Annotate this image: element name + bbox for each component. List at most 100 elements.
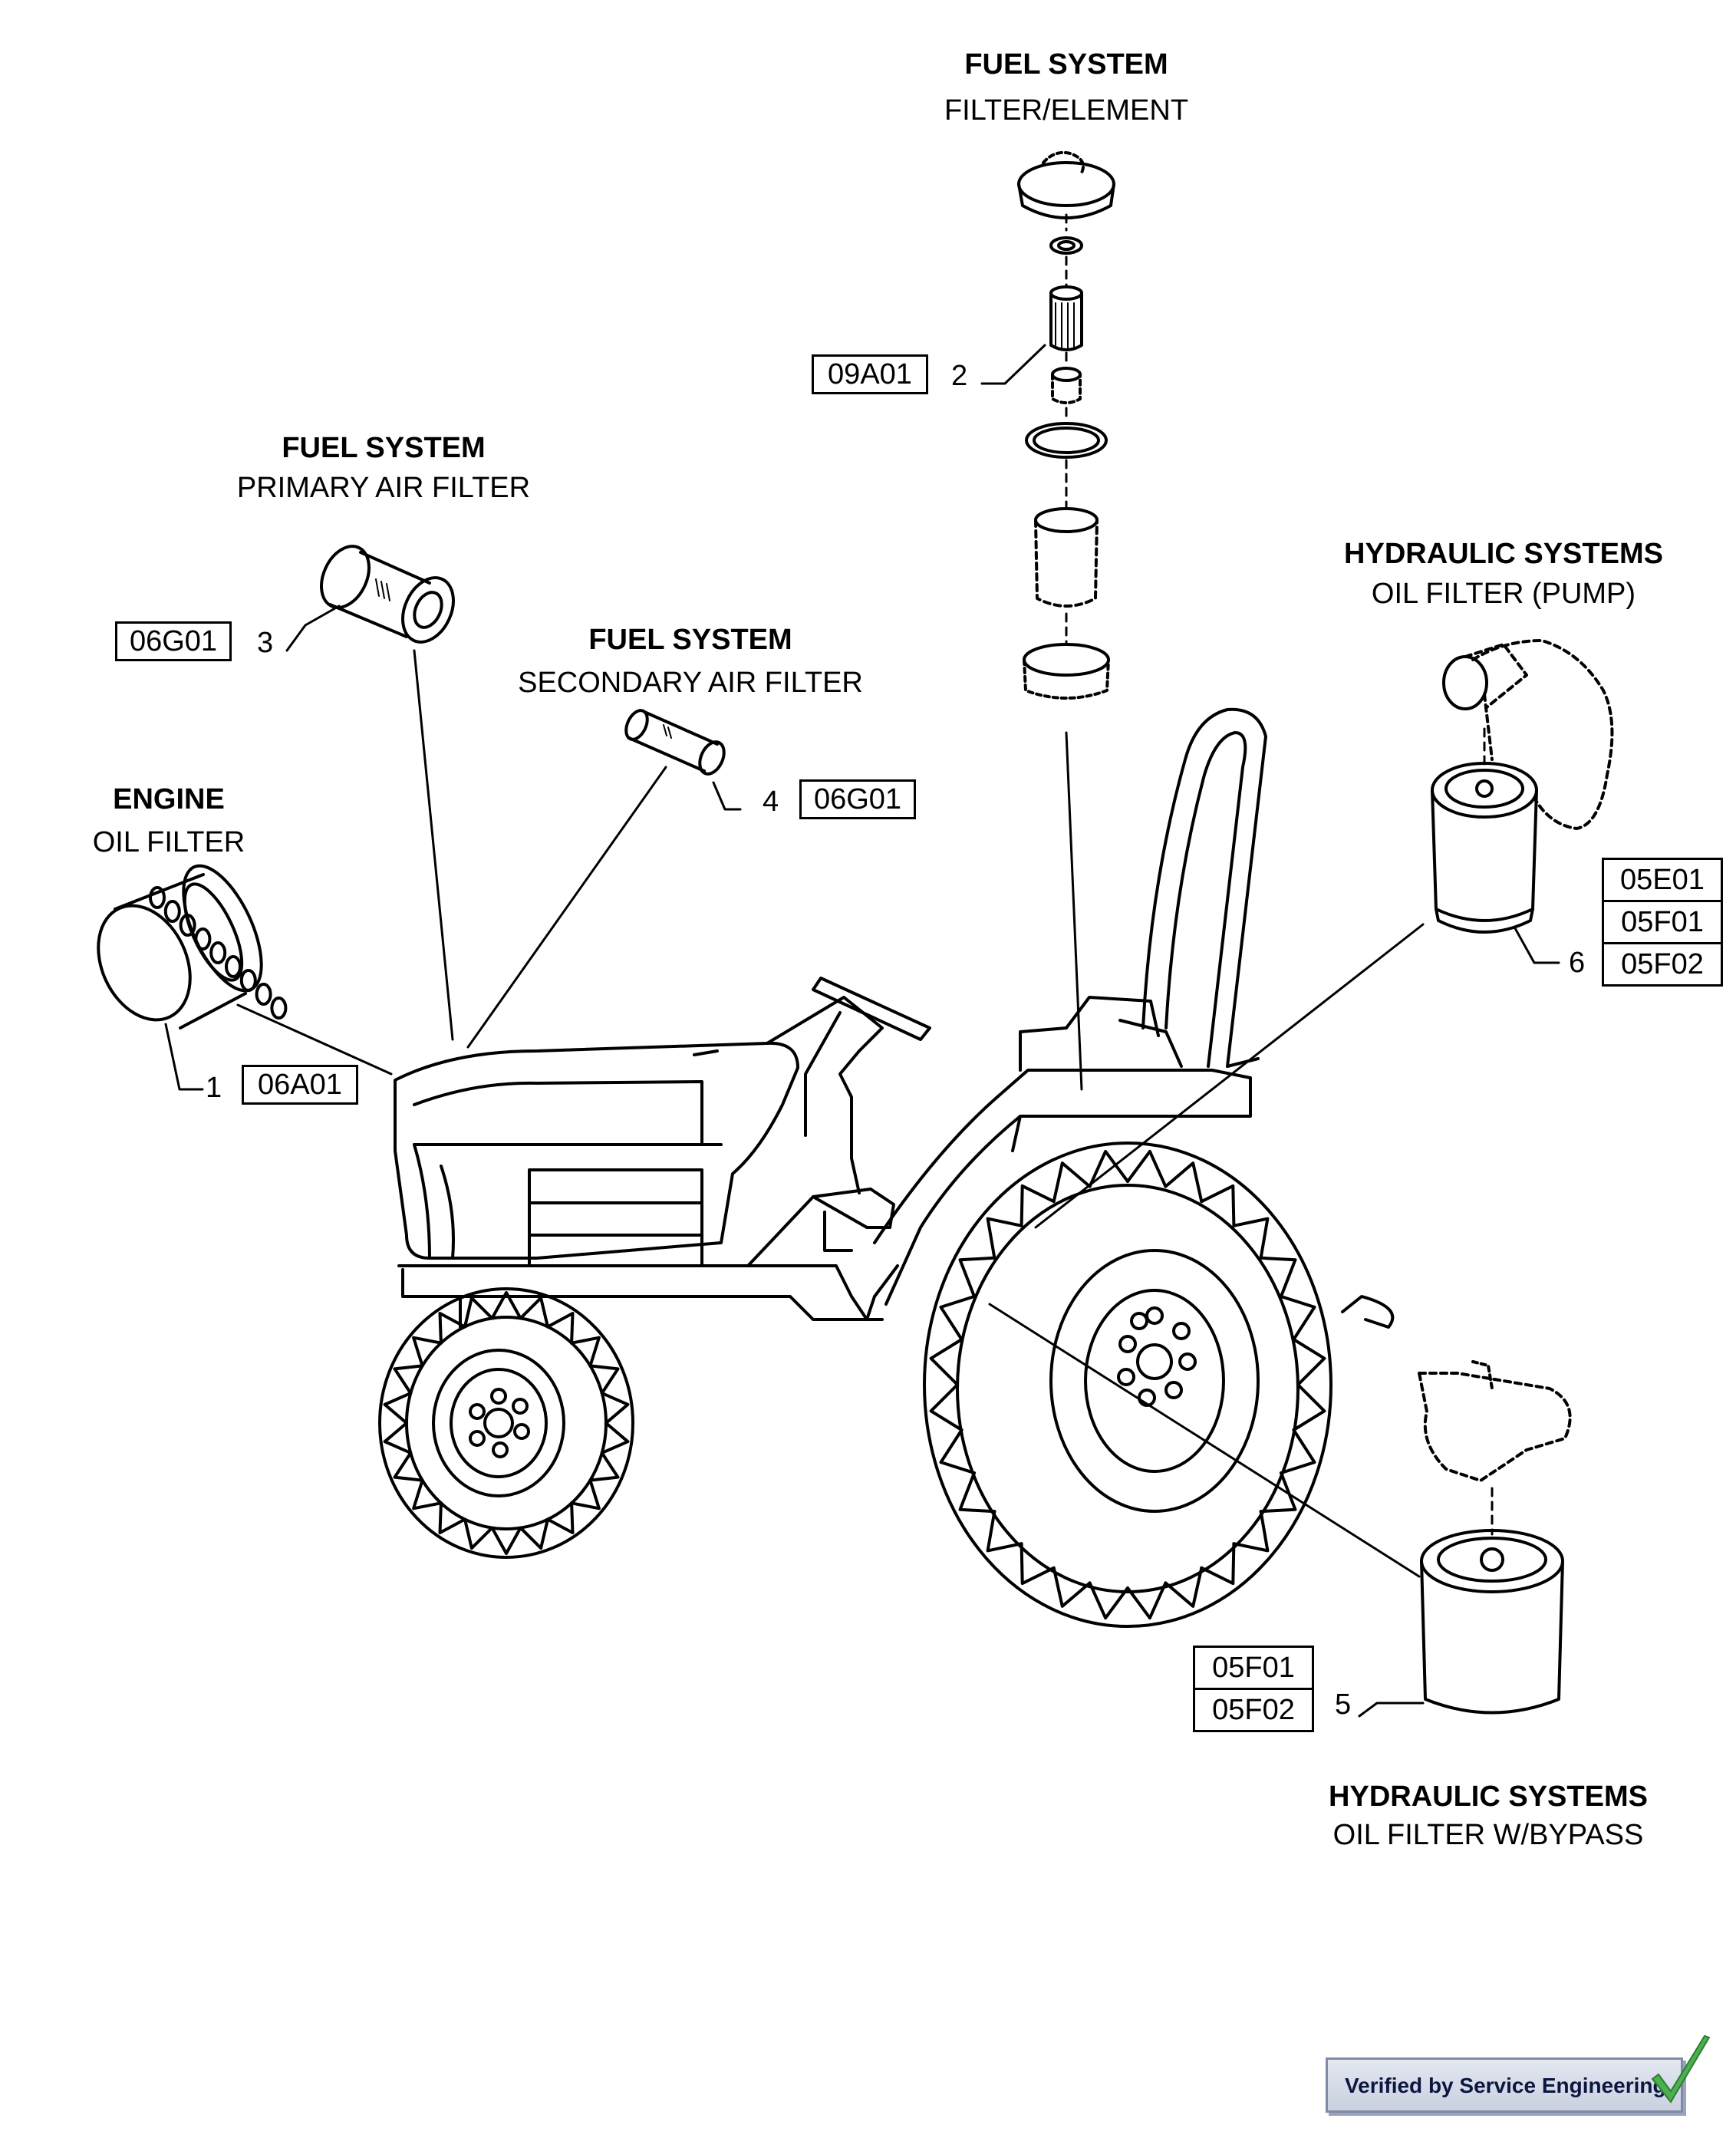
tread-lug: [519, 1517, 549, 1550]
tread-lug: [412, 1336, 443, 1368]
tread-lug: [939, 1428, 976, 1474]
tread-lug: [1259, 1256, 1297, 1298]
tractor-illustration: [378, 707, 1395, 1628]
filter-hole: [209, 941, 227, 964]
tread-lug: [958, 1471, 996, 1514]
tread-lug: [1280, 1295, 1316, 1341]
primary-air-filter-part: [320, 545, 455, 644]
tread-lug: [1164, 1566, 1204, 1608]
tread-lug: [546, 1312, 575, 1345]
item-number-6: 6: [1569, 947, 1586, 979]
tread-lug: [600, 1422, 630, 1455]
tread-lug: [600, 1392, 630, 1425]
item-number-2: 2: [951, 360, 968, 392]
group-subtitle: SECONDARY AIR FILTER: [518, 666, 863, 699]
group-subtitle: OIL FILTER: [92, 825, 245, 858]
group-title: FUEL SYSTEM: [282, 432, 486, 464]
primary-air-filter-label: FUEL SYSTEM PRIMARY AIR FILTER: [207, 431, 560, 506]
tread-lug: [1126, 1581, 1168, 1620]
hydraulic-pump-filter-label: HYDRAULIC SYSTEMS OIL FILTER (PUMP): [1304, 537, 1703, 611]
item-number-3: 3: [257, 627, 274, 659]
part-code-05f02[interactable]: 05F02: [1195, 1688, 1312, 1730]
tread-lug: [1088, 1149, 1129, 1188]
tread-lug: [1020, 1542, 1056, 1586]
secondary-air-filter-part: [624, 709, 726, 776]
filter-hole: [255, 983, 272, 1006]
tread-lug: [1200, 1542, 1236, 1586]
tread-lug: [570, 1336, 601, 1368]
item-number-1: 1: [206, 1072, 222, 1104]
part-code-06g01-secondary[interactable]: 06G01: [799, 779, 916, 819]
tread-lug: [412, 1478, 443, 1511]
tread-lug: [986, 1217, 1023, 1260]
tread-lug: [1292, 1338, 1326, 1386]
fuel-filter-element-label: FUEL SYSTEM FILTER/ELEMENT: [905, 48, 1227, 128]
tread-lug: [1164, 1161, 1204, 1204]
group-title: FUEL SYSTEM: [588, 624, 792, 656]
filter-hole: [149, 886, 166, 909]
tread-lug: [463, 1296, 494, 1329]
engine-oil-filter-part: [97, 864, 288, 1030]
part-code-05e01[interactable]: 05E01: [1620, 864, 1705, 896]
tread-lug: [986, 1510, 1023, 1553]
part-code-05f02[interactable]: 05F02: [1604, 942, 1721, 984]
hydraulic-bypass-filter-part: [1418, 1360, 1572, 1715]
part-code-05f01[interactable]: 05F01: [1212, 1652, 1295, 1684]
tread-lug: [1292, 1383, 1326, 1431]
rear-wheel: [923, 1142, 1332, 1628]
part-code-stack-pump: 05E01 05F01 05F02: [1602, 858, 1723, 987]
tread-lug: [939, 1295, 976, 1341]
tread-lug: [546, 1501, 575, 1534]
tread-lug: [1088, 1581, 1129, 1620]
verified-badge: Verified by Service Engineering: [1326, 2057, 1683, 2113]
item-number-5: 5: [1335, 1688, 1352, 1721]
tread-lug: [570, 1478, 601, 1511]
filter-hole: [163, 900, 181, 923]
filter-hole: [179, 914, 196, 937]
tread-lug: [1020, 1184, 1056, 1227]
filter-hole: [239, 969, 257, 992]
tread-lug: [519, 1296, 549, 1329]
group-subtitle: PRIMARY AIR FILTER: [236, 471, 531, 504]
tread-lug: [929, 1338, 964, 1386]
part-code-09a01[interactable]: 09A01: [812, 354, 928, 394]
part-code-06g01-primary[interactable]: 06G01: [115, 621, 232, 661]
tread-lug: [958, 1256, 996, 1298]
part-code-05f01[interactable]: 05F01: [1604, 900, 1721, 942]
engine-oil-filter-label: ENGINE OIL FILTER: [54, 782, 284, 860]
checkmark-icon: [1651, 2034, 1711, 2104]
filter-hole: [225, 955, 242, 978]
filter-hole: [194, 927, 212, 950]
filter-hole: [270, 997, 288, 1020]
front-wheel: [378, 1287, 634, 1559]
tread-lug: [1232, 1510, 1270, 1553]
group-subtitle: OIL FILTER (PUMP): [1371, 577, 1636, 610]
group-subtitle: OIL FILTER W/BYPASS: [1332, 1818, 1644, 1851]
secondary-air-filter-label: FUEL SYSTEM SECONDARY AIR FILTER: [491, 623, 890, 700]
tread-lug: [929, 1383, 964, 1431]
group-title: ENGINE: [113, 783, 225, 815]
tread-lug: [588, 1451, 620, 1482]
tread-lug: [1259, 1471, 1297, 1514]
tread-lug: [490, 1526, 522, 1555]
item-number-4: 4: [763, 786, 779, 818]
part-code-06a01[interactable]: 06A01: [242, 1065, 358, 1105]
tread-lug: [1126, 1149, 1168, 1188]
group-title: HYDRAULIC SYSTEMS: [1329, 1781, 1648, 1813]
tread-lug: [438, 1501, 466, 1534]
tread-lug: [393, 1451, 424, 1482]
group-title: FUEL SYSTEM: [964, 48, 1168, 81]
group-subtitle: FILTER/ELEMENT: [944, 94, 1189, 127]
verified-badge-text: Verified by Service Engineering: [1345, 2074, 1666, 2097]
leader-lines: [164, 344, 1560, 1718]
tread-lug: [588, 1364, 620, 1395]
tread-lug: [393, 1364, 424, 1395]
hydraulic-bypass-filter-label: HYDRAULIC SYSTEMS OIL FILTER W/BYPASS: [1289, 1780, 1688, 1853]
tread-lug: [383, 1392, 413, 1425]
tread-lug: [438, 1312, 466, 1345]
tread-lug: [1052, 1161, 1092, 1204]
part-code-stack-bypass: 05F01 05F02: [1193, 1646, 1314, 1732]
tread-lug: [1232, 1217, 1270, 1260]
group-title: HYDRAULIC SYSTEMS: [1344, 538, 1663, 570]
